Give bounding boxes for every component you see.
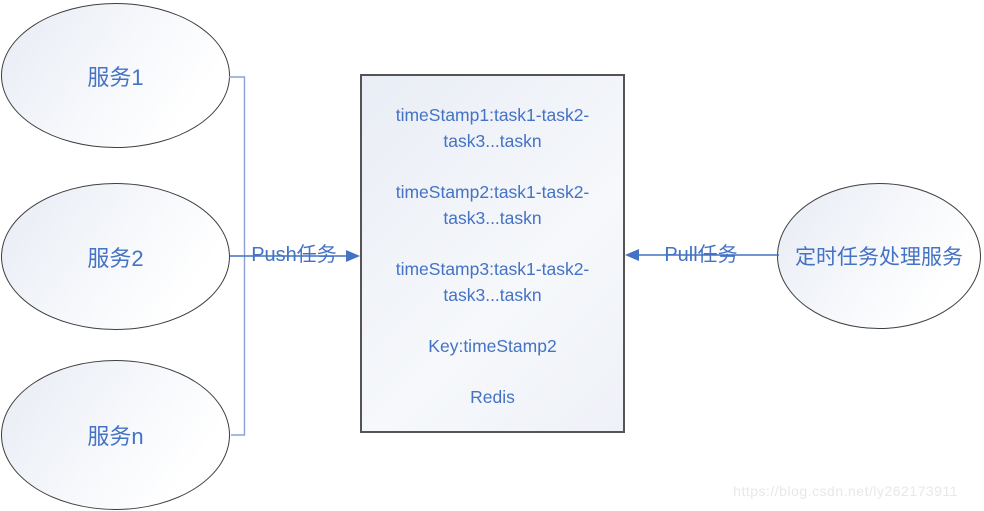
consumer-ellipse: 定时任务处理服务 <box>777 183 981 329</box>
redis-entry-3: timeStamp3:task1-task2- task3...taskn <box>362 256 623 308</box>
consumer-label: 定时任务处理服务 <box>795 246 963 269</box>
push-edge-label: Push任务 <box>251 244 337 266</box>
redis-entry-1-line2: task3...taskn <box>443 131 542 151</box>
redis-entry-3-line1: timeStamp3:task1-task2- <box>395 259 590 279</box>
service-1-label: 服务1 <box>87 64 144 90</box>
redis-entry-2-line1: timeStamp2:task1-task2- <box>395 182 590 202</box>
redis-box: timeStamp1:task1-task2- task3...taskn ti… <box>360 74 625 433</box>
redis-entry-1-line1: timeStamp1:task1-task2- <box>395 105 590 125</box>
service-n-ellipse: 服务n <box>1 360 230 510</box>
service-2-ellipse: 服务2 <box>1 183 230 330</box>
watermark-url: https://blog.csdn.net/ly262173911 <box>733 483 958 499</box>
pull-arrowhead-icon <box>625 249 639 261</box>
redis-title: Redis <box>470 387 515 407</box>
redis-entry-2: timeStamp2:task1-task2- task3...taskn <box>362 179 623 231</box>
redis-entry-2-line2: task3...taskn <box>443 208 542 228</box>
redis-entry-3-line2: task3...taskn <box>443 285 542 305</box>
redis-entry-1: timeStamp1:task1-task2- task3...taskn <box>362 102 623 154</box>
service-1-ellipse: 服务1 <box>1 3 230 148</box>
push-arrowhead-icon <box>346 250 360 262</box>
service-trunk-connector <box>229 76 246 436</box>
service-2-label: 服务2 <box>87 245 144 271</box>
pull-edge-label: Pull任务 <box>664 244 738 266</box>
redis-key-label: Key:timeStamp2 <box>428 336 557 356</box>
service-n-label: 服务n <box>87 424 144 449</box>
